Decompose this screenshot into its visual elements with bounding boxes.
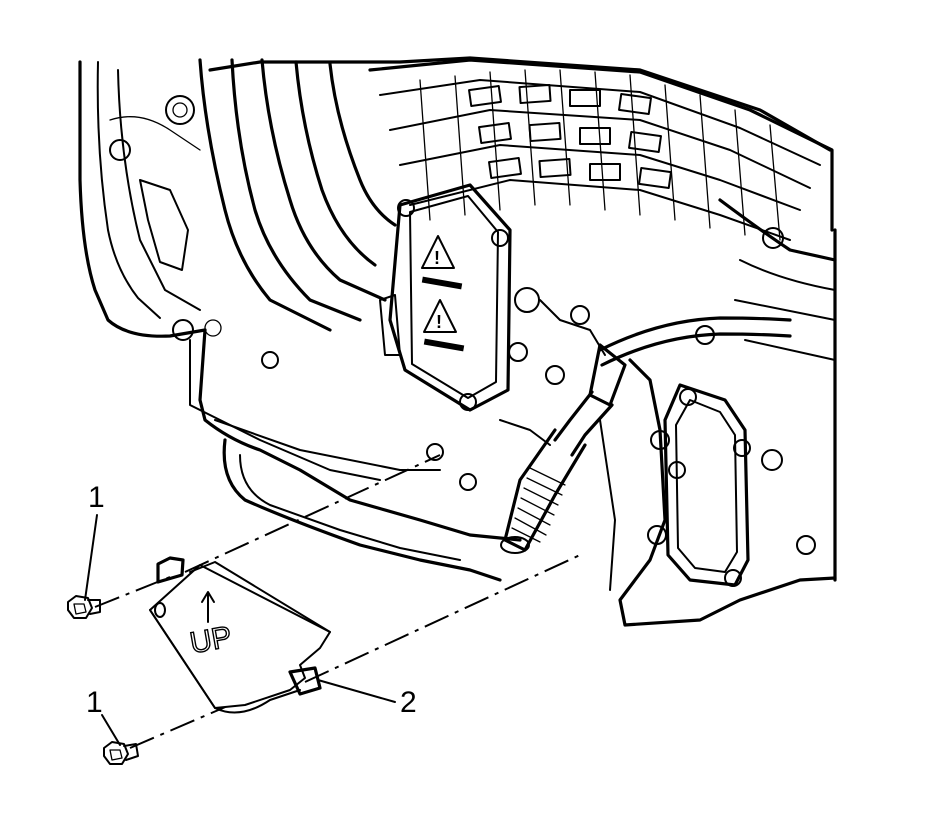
leader-lower-bolt <box>101 714 121 746</box>
upper-mount-line <box>184 454 441 573</box>
callout-1-lower: 1 <box>86 686 103 719</box>
svg-text:!: ! <box>436 312 442 332</box>
callout-2: 2 <box>400 686 417 719</box>
svg-text:!: ! <box>434 248 440 268</box>
lower-bolt-line <box>129 704 231 749</box>
up-arrow-icon <box>201 591 215 623</box>
bracket: UP <box>149 556 331 714</box>
bolt-upper <box>67 595 101 619</box>
leader-upper-bolt <box>84 514 98 601</box>
bracket-up-marking: UP <box>188 620 235 660</box>
leader-bracket <box>317 679 396 703</box>
lower-mount-line <box>304 554 581 683</box>
callout-leaders <box>84 514 396 746</box>
transmission-case: ! ! <box>78 56 837 627</box>
callout-1-upper: 1 <box>88 481 105 514</box>
bolt-lower <box>103 741 139 765</box>
